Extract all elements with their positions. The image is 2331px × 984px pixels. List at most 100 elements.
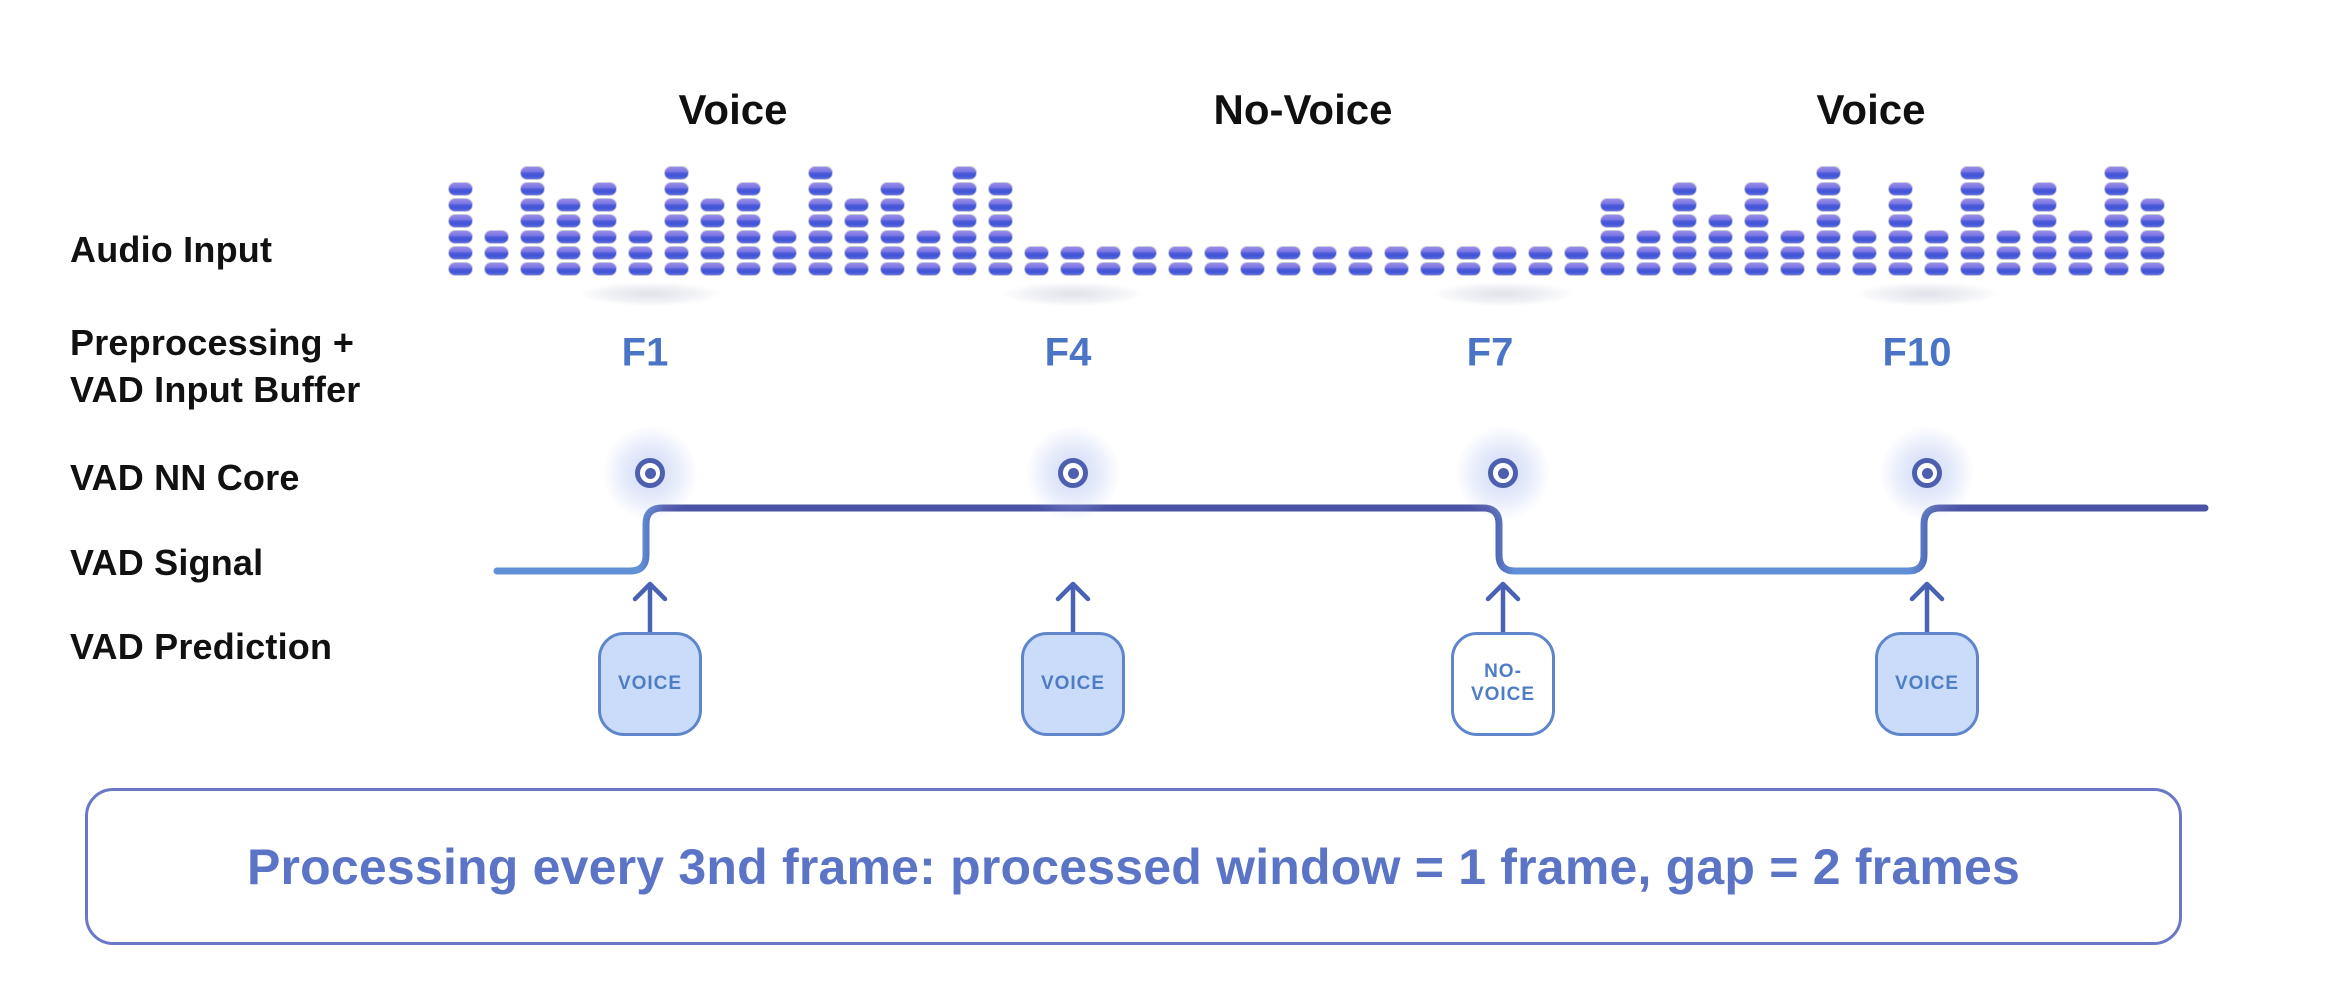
audio-bar	[700, 198, 725, 278]
audio-bead	[1672, 246, 1697, 260]
audio-bead	[988, 182, 1013, 196]
audio-bead	[664, 198, 689, 212]
audio-bar	[1132, 246, 1157, 278]
audio-bar	[1024, 246, 1049, 278]
audio-bead	[520, 262, 545, 276]
audio-bead	[1312, 262, 1337, 276]
audio-bead	[1024, 262, 1049, 276]
audio-bead	[988, 246, 1013, 260]
audio-bead	[592, 262, 617, 276]
audio-bead	[1060, 262, 1085, 276]
audio-bead	[448, 182, 473, 196]
audio-bead	[880, 182, 905, 196]
audio-bead	[1960, 166, 1985, 180]
audio-bead	[1384, 262, 1409, 276]
audio-bead	[952, 214, 977, 228]
audio-bead	[1132, 246, 1157, 260]
audio-bead	[664, 230, 689, 244]
audio-bead	[448, 230, 473, 244]
audio-bar	[592, 182, 617, 278]
audio-bead	[844, 198, 869, 212]
audio-bead	[916, 246, 941, 260]
audio-bead	[1780, 246, 1805, 260]
audio-bar	[1420, 246, 1445, 278]
audio-bead	[1852, 262, 1877, 276]
audio-bead	[556, 246, 581, 260]
audio-bead	[952, 230, 977, 244]
row-label-preprocessing-1: Preprocessing +	[70, 322, 355, 363]
audio-bar	[2068, 230, 2093, 278]
audio-bead	[1708, 230, 1733, 244]
audio-bar	[664, 166, 689, 278]
audio-bead	[2104, 262, 2129, 276]
audio-bead	[844, 230, 869, 244]
audio-bar	[1672, 182, 1697, 278]
audio-bead	[916, 262, 941, 276]
audio-bead	[1744, 230, 1769, 244]
audio-bead	[1672, 230, 1697, 244]
audio-bead	[2140, 230, 2165, 244]
audio-bead	[1924, 262, 1949, 276]
audio-bead	[1996, 246, 2021, 260]
audio-bead	[628, 230, 653, 244]
audio-bead	[1672, 262, 1697, 276]
audio-bead	[2104, 198, 2129, 212]
audio-bead	[700, 262, 725, 276]
audio-bar	[1384, 246, 1409, 278]
audio-bead	[2104, 214, 2129, 228]
nn-core-icon	[1912, 458, 1942, 488]
audio-bead	[520, 214, 545, 228]
audio-bead	[1492, 262, 1517, 276]
audio-bead	[1096, 246, 1121, 260]
audio-bead	[1132, 262, 1157, 276]
audio-bead	[592, 198, 617, 212]
audio-bead	[2140, 246, 2165, 260]
audio-bead	[1672, 214, 1697, 228]
frame-shadow	[580, 282, 720, 306]
audio-bead	[448, 198, 473, 212]
audio-bead	[1240, 246, 1265, 260]
audio-bead	[1600, 214, 1625, 228]
audio-bead	[1564, 262, 1589, 276]
audio-bar	[1996, 230, 2021, 278]
audio-bead	[880, 198, 905, 212]
segment-header-no-voice: No-Voice	[1213, 86, 1393, 133]
audio-bar	[880, 182, 905, 278]
audio-bar	[844, 198, 869, 278]
audio-bead	[808, 198, 833, 212]
footer-note-box: Processing every 3nd frame: processed wi…	[85, 788, 2182, 945]
prediction-arrow-icon	[1055, 581, 1091, 636]
audio-bead	[520, 182, 545, 196]
audio-bead	[1420, 246, 1445, 260]
audio-bead	[844, 246, 869, 260]
audio-bar	[1456, 246, 1481, 278]
audio-bead	[1960, 246, 1985, 260]
audio-bead	[1420, 262, 1445, 276]
audio-bead	[1780, 262, 1805, 276]
audio-bar	[1816, 166, 1841, 278]
audio-bead	[1240, 262, 1265, 276]
audio-bead	[952, 182, 977, 196]
prediction-arrow-icon	[1909, 581, 1945, 636]
audio-bar	[1276, 246, 1301, 278]
audio-bar	[916, 230, 941, 278]
audio-bead	[1816, 246, 1841, 260]
audio-bar	[520, 166, 545, 278]
audio-bead	[700, 198, 725, 212]
audio-bead	[1816, 262, 1841, 276]
audio-bead	[448, 214, 473, 228]
audio-bead	[1924, 246, 1949, 260]
audio-bead	[1888, 182, 1913, 196]
audio-bar	[1168, 246, 1193, 278]
audio-bead	[1204, 246, 1229, 260]
audio-bead	[988, 262, 1013, 276]
footer-note-text: Processing every 3nd frame: processed wi…	[246, 838, 2021, 895]
audio-bead	[1708, 262, 1733, 276]
audio-bead	[1636, 246, 1661, 260]
prediction-box: VOICE	[1875, 632, 1979, 736]
audio-bead	[988, 198, 1013, 212]
frame-shadow	[1433, 282, 1573, 306]
audio-bead	[2104, 246, 2129, 260]
audio-bead	[1960, 262, 1985, 276]
nn-core-icon	[1058, 458, 1088, 488]
